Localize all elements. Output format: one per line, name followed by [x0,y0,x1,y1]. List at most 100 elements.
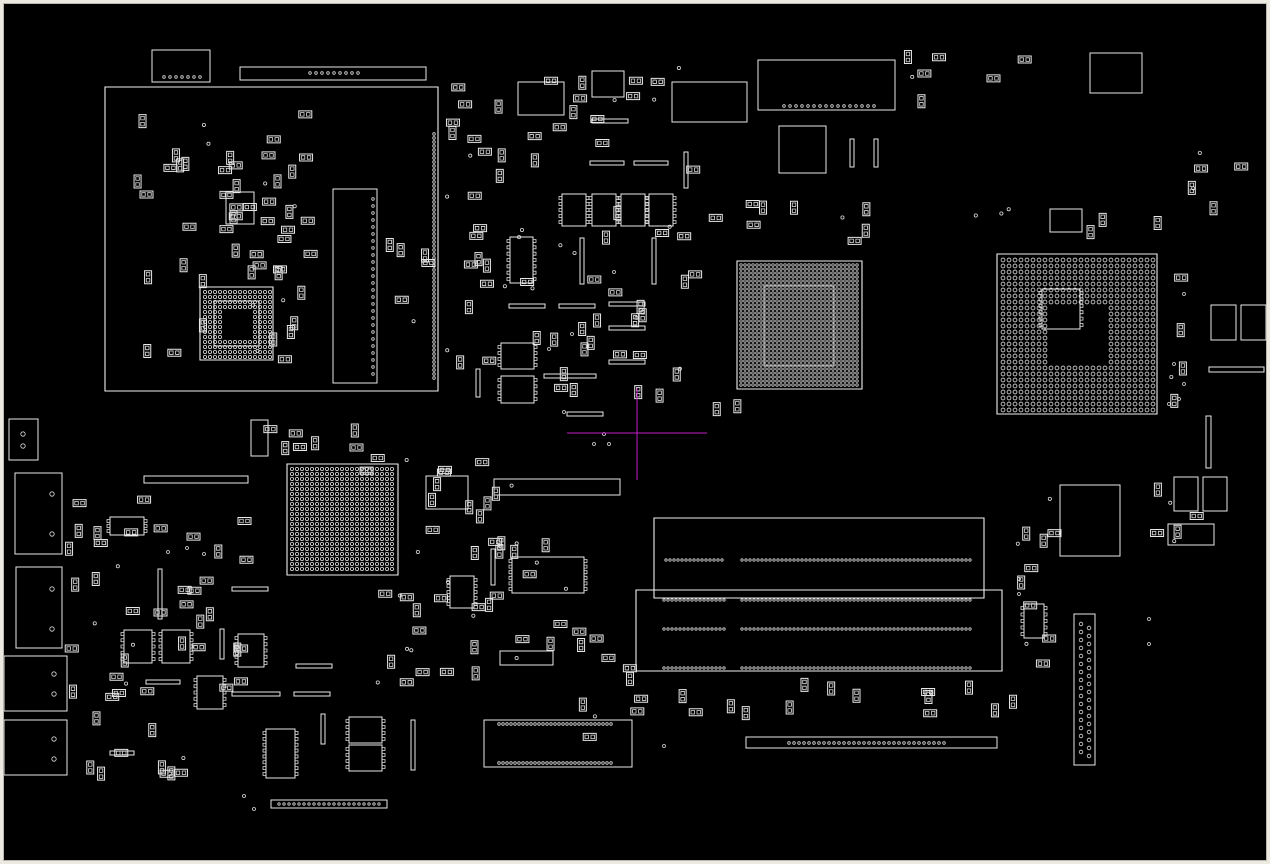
passive-component[interactable] [238,518,251,525]
bga-ball[interactable] [1019,312,1023,316]
pad[interactable] [817,667,819,669]
bga-ball[interactable] [840,376,843,379]
bga-ball[interactable] [1103,408,1107,412]
component-outline[interactable] [652,238,656,284]
bga-ball[interactable] [752,292,755,295]
bga-ball[interactable] [218,345,221,348]
bga-ball[interactable] [800,336,803,339]
pad[interactable] [162,527,166,531]
bga-ball[interactable] [243,340,246,343]
bga-ball[interactable] [1085,372,1089,376]
bga-ball[interactable] [740,344,743,347]
ic-component[interactable] [562,194,586,226]
bga-ball[interactable] [852,356,855,359]
pad[interactable] [1080,304,1083,307]
passive-component[interactable] [229,162,242,169]
passive-component[interactable] [286,205,293,218]
passive-component[interactable] [1087,226,1094,239]
bga-ball[interactable] [290,522,293,525]
passive-component[interactable] [422,259,435,266]
bga-ball[interactable] [370,502,373,505]
bga-ball[interactable] [852,380,855,383]
passive-component[interactable] [1195,165,1208,172]
bga-ball[interactable] [325,547,328,550]
pad[interactable] [877,559,879,561]
bga-ball[interactable] [213,330,216,333]
pad[interactable] [636,697,640,701]
pad[interactable] [719,599,721,601]
via[interactable] [535,561,538,564]
bga-ball[interactable] [788,376,791,379]
passive-component[interactable] [1174,525,1181,538]
bga-ball[interactable] [844,292,847,295]
bga-ball[interactable] [792,376,795,379]
bga-ball[interactable] [844,348,847,351]
bga-ball[interactable] [330,537,333,540]
bga-ball[interactable] [1019,258,1023,262]
bga-ball[interactable] [305,507,308,510]
bga-ball[interactable] [784,344,787,347]
pad[interactable] [435,485,439,489]
pad[interactable] [893,742,896,745]
pad[interactable] [785,599,787,601]
bga-ball[interactable] [258,325,261,328]
bga-ball[interactable] [748,276,751,279]
bga-ball[interactable] [752,284,755,287]
bga-ball[interactable] [1133,402,1137,406]
bga-ball[interactable] [365,567,368,570]
pad[interactable] [245,205,249,209]
bga-ball[interactable] [1145,270,1149,274]
bga-ball[interactable] [1031,372,1035,376]
bga-ball[interactable] [380,522,383,525]
via[interactable] [548,348,551,351]
dimm-slot-2[interactable] [636,590,1002,671]
pad[interactable] [507,278,510,281]
pad[interactable] [679,667,681,669]
pad[interactable] [1087,730,1091,734]
pad[interactable] [372,282,375,285]
bga-ball[interactable] [1043,270,1047,274]
bga-ball[interactable] [768,348,771,351]
bga-ball[interactable] [1133,354,1137,358]
pad[interactable] [478,512,482,516]
bga-ball[interactable] [756,376,759,379]
bga-ball[interactable] [375,512,378,515]
bga-ball[interactable] [760,316,763,319]
bga-ball[interactable] [796,380,799,383]
via[interactable] [571,333,574,336]
bga-ball[interactable] [238,350,241,353]
bga-ball[interactable] [752,352,755,355]
pad[interactable] [805,559,807,561]
bga-ball[interactable] [1025,276,1029,280]
via[interactable] [531,287,534,290]
pad[interactable] [353,803,355,805]
pad[interactable] [1042,536,1046,540]
pad[interactable] [433,309,436,312]
bga-ball[interactable] [840,360,843,363]
bga-ball[interactable] [852,276,855,279]
pad[interactable] [534,364,537,367]
bga-ball[interactable] [820,276,823,279]
bga-ball[interactable] [268,305,271,308]
pad[interactable] [707,667,709,669]
bga-ball[interactable] [1013,282,1017,286]
bga-ball[interactable] [744,300,747,303]
pad[interactable] [483,460,487,464]
pad[interactable] [466,103,470,107]
bga-ball[interactable] [752,300,755,303]
bga-ball[interactable] [780,352,783,355]
bga-ball[interactable] [218,295,221,298]
pad[interactable] [574,723,577,726]
bga-ball[interactable] [748,316,751,319]
bga-ball[interactable] [300,542,303,545]
via[interactable] [653,98,656,101]
pad[interactable] [175,76,178,79]
bga-ball[interactable] [345,467,348,470]
pad[interactable] [1026,58,1030,62]
bga-ball[interactable] [824,304,827,307]
bga-ball[interactable] [784,376,787,379]
bga-ball[interactable] [305,567,308,570]
passive-component[interactable] [232,244,239,257]
bga-ball[interactable] [330,482,333,485]
bga-ball[interactable] [816,352,819,355]
